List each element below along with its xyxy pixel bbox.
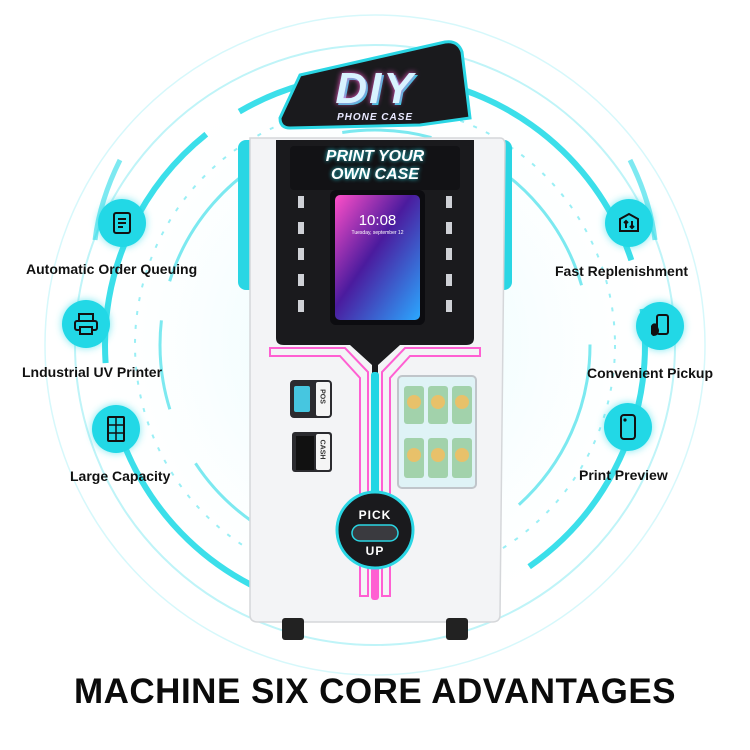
cabinet-grid-icon [92,405,140,453]
headline: MACHINE SIX CORE ADVANTAGES [73,672,677,711]
logo-sub: PHONE CASE [336,112,414,123]
phone-date: Tuesday, september 12 [351,230,404,236]
feature-print-preview-label: Print Preview [579,467,668,483]
pickup-bottom: UP [365,544,385,558]
printer-icon [62,300,110,348]
phone-case-icon [604,403,652,451]
hand-phone-icon [636,302,684,350]
pos-label: POS [318,389,326,404]
feature-convenient-pickup-label: Convenient Pickup [587,365,714,381]
phone-time: 10:08 [358,212,397,229]
box-arrows-icon [605,199,653,247]
feature-fast-replenishment-label: Fast Replenishment [555,263,689,279]
logo-main: DIY [335,64,415,113]
banner-line1: PRINT YOUR [325,148,425,165]
pickup-top: PICK [358,508,392,522]
feature-large-capacity-label: Large Capacity [70,468,171,484]
banner-line2: OWN CASE [331,166,419,183]
feature-order-queuing-label: Automatic Order Queuing [26,261,198,277]
feature-uv-printer-label: Lndustrial UV Printer [22,364,163,380]
cash-label: CASH [318,439,326,460]
document-list-icon [98,199,146,247]
